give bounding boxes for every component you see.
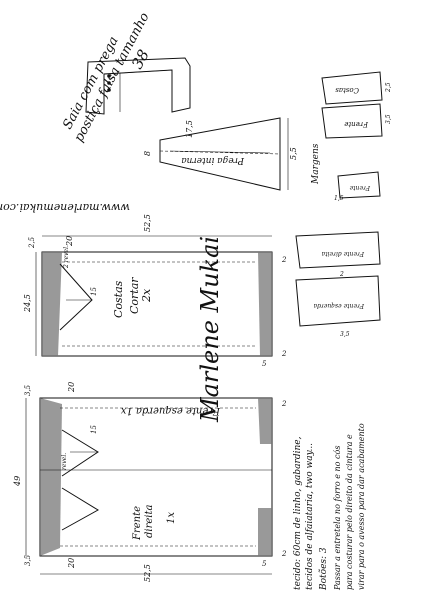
- back-hem: 5: [262, 360, 267, 368]
- pleat-width-top: 8: [143, 151, 152, 156]
- pleat-width-mid: 17,5: [185, 120, 194, 138]
- button-icon-3: [107, 88, 111, 92]
- small-frente-esq-label: Frente esquerda: [313, 302, 365, 309]
- button-icon-2: [107, 81, 111, 85]
- front-dart-value: 15: [90, 425, 98, 434]
- small-dim-35b: 3,5: [340, 331, 350, 338]
- pleat-label: Prega interna: [181, 155, 245, 165]
- front-seam-a: 2: [281, 400, 287, 408]
- small-header: Margens: [311, 143, 321, 185]
- title-block: Saia com prega postiça falsa tamanho 38: [60, 10, 153, 145]
- instructions-line2: tecidos de alfaiataria, two way...: [305, 443, 315, 590]
- back-dart-label: 2 revel.: [63, 245, 70, 269]
- back-total-length: 52,5: [143, 214, 152, 232]
- instructions-line4: Passar a entretela no forro e no cós: [333, 446, 342, 591]
- small-frente-label2: Frente: [349, 184, 371, 191]
- small-dim-25a: 2,5: [385, 82, 392, 93]
- front-piece: Frente esquerda 1x Frente direita 1x 52,…: [13, 382, 287, 582]
- instructions-line5: para costurar pelo direito da cintura e: [345, 434, 354, 590]
- instructions-block: tecido: 60cm de linho, gabardine, tecido…: [293, 423, 366, 591]
- front-hem: 5: [262, 560, 267, 568]
- front-right-label1: Frente: [132, 506, 143, 541]
- front-dart-label: revel.: [61, 453, 68, 470]
- front-width-top: 20: [67, 382, 76, 393]
- instructions-line3: Botões: 3: [318, 547, 329, 591]
- back-label2: Cortar: [128, 277, 141, 314]
- back-width-top: 20: [65, 236, 74, 247]
- signature: Marlene Mukai: [196, 236, 224, 423]
- small-frente-label: Frente: [344, 120, 369, 128]
- back-seam-b: 2: [281, 350, 287, 358]
- front-right-label3: 1x: [166, 512, 177, 524]
- front-left-label: Frente esquerda 1x: [120, 405, 221, 416]
- small-pieces: Costas 2,5 Frente 3,5 Margens Frente 1,5…: [295, 71, 392, 338]
- website-text: www.marlenemukai.com.br: [0, 201, 130, 214]
- back-hip: 15: [90, 287, 98, 296]
- front-height: 49: [13, 476, 22, 487]
- front-margin-bottom: 3,5: [24, 554, 32, 566]
- front-total-length: 52,5: [143, 564, 152, 582]
- small-costas-label: Costas: [335, 86, 359, 94]
- small-dim-35a: 3,5: [385, 114, 392, 124]
- front-right-label2: direita: [144, 504, 155, 538]
- front-width-bottom: 20: [67, 558, 76, 569]
- back-piece: Costas Cortar 2x 52,5 24,5 20 2,5 2 reve…: [23, 214, 287, 368]
- back-label3: 2x: [140, 288, 153, 303]
- instructions-line6: virar para o avesso para dar acabamento: [357, 423, 366, 590]
- front-seam-b: 2: [281, 550, 287, 558]
- back-seam-a: 2: [281, 256, 287, 264]
- small-frente-dir-label: Frente direita: [321, 250, 365, 257]
- small-dim-2a: 2: [339, 271, 344, 278]
- pleat-length: 5,5: [289, 147, 298, 160]
- small-dim-15: 1,5: [334, 195, 344, 202]
- front-margin-top: 3,5: [24, 384, 32, 396]
- title-line2: postiça falsa tamanho: [72, 10, 153, 145]
- skirt-sketch: [85, 57, 191, 115]
- back-label1: Costas: [112, 280, 125, 318]
- back-margin: 2,5: [28, 236, 36, 249]
- pleat-piece: Prega interna 8 17,5 5,5: [143, 117, 298, 191]
- button-icon-1: [107, 74, 111, 78]
- instructions-line1: tecido: 60cm de linho, gabardine,: [293, 436, 303, 590]
- back-height: 24,5: [23, 294, 32, 313]
